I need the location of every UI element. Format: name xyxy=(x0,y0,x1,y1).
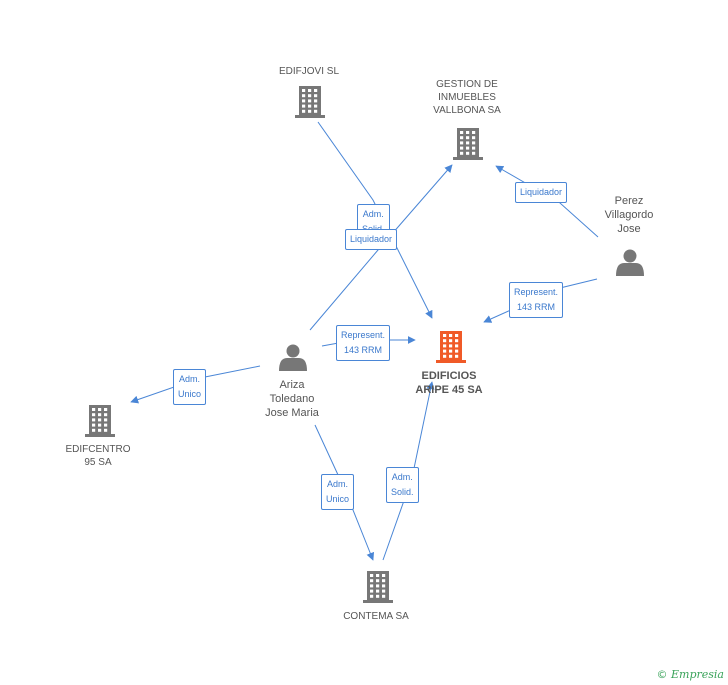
building-icon[interactable] xyxy=(436,331,466,363)
node-label-contema[interactable]: CONTEMA SA xyxy=(343,611,409,622)
edge-label-e6[interactable]: Adm. Unico xyxy=(173,369,207,405)
nodes-layer xyxy=(85,86,644,603)
edge-label-e3[interactable]: Liquidador xyxy=(515,182,568,203)
edge-label-e8[interactable]: Adm. Solid. xyxy=(386,467,419,503)
node-label-edificios[interactable]: EDIFICIOS ARIPE 45 SA xyxy=(415,370,483,396)
edge-line-e3 xyxy=(495,165,599,238)
building-icon[interactable] xyxy=(363,571,393,603)
edge-label-e4[interactable]: Represent. 143 RRM xyxy=(509,282,564,318)
node-label-edifjovi[interactable]: EDIFJOVI SL xyxy=(278,66,340,77)
copyright-symbol: © xyxy=(656,668,668,681)
edge-label-e2[interactable]: Liquidador xyxy=(345,229,398,250)
brand-logo: Empresia xyxy=(671,668,724,681)
node-label-perez[interactable]: Perez Villagordo Jose xyxy=(604,195,654,235)
edge-line-e1 xyxy=(317,121,433,319)
edge-label-e7[interactable]: Adm. Unico xyxy=(321,474,355,510)
edge-label-e5[interactable]: Represent. 143 RRM xyxy=(336,325,391,361)
node-label-ariza[interactable]: Ariza Toledano Jose Maria xyxy=(265,379,319,419)
edge-line-e2 xyxy=(309,164,453,331)
node-label-gestion[interactable]: GESTION DE INMUEBLES VALLBONA SA xyxy=(433,79,501,116)
building-icon[interactable] xyxy=(85,405,115,437)
building-icon[interactable] xyxy=(295,86,325,118)
person-icon[interactable] xyxy=(616,249,644,277)
copyright: © Empresia xyxy=(657,668,725,681)
node-label-edifcentro[interactable]: EDIFCENTRO 95 SA xyxy=(65,444,131,468)
person-icon[interactable] xyxy=(279,344,307,372)
building-icon[interactable] xyxy=(453,128,483,160)
